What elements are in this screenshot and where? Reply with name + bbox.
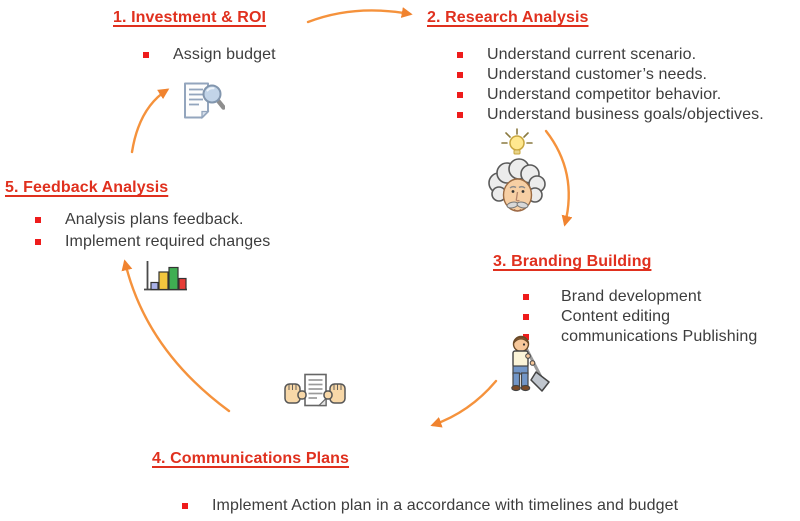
list-item: Assign budget: [113, 45, 276, 65]
step-5-bullet: Implement required changes: [65, 233, 271, 250]
bullet-square-icon: [182, 503, 188, 509]
list-item: Analysis plans feedback.: [5, 209, 270, 231]
bullet-square-icon: [457, 52, 463, 58]
step-research-analysis: 2. Research Analysis Understand current …: [427, 9, 764, 125]
list-item: Content editing: [493, 307, 757, 327]
bullet-square-icon: [523, 314, 529, 320]
bullet-square-icon: [523, 334, 529, 340]
arrow-step5-to-step1: [130, 88, 170, 154]
step-1-title: 1. Investment & ROI: [113, 9, 267, 26]
bullet-square-icon: [523, 294, 529, 300]
bullet-square-icon: [35, 239, 41, 245]
step-4-bullet: Implement Action plan in a accordance wi…: [212, 497, 679, 514]
step-2-bullet: Understand customer’s needs.: [487, 66, 708, 83]
step-communications-plans: 4. Communications Plans Implement Action…: [152, 450, 678, 516]
bullet-square-icon: [457, 112, 463, 118]
bullet-square-icon: [457, 92, 463, 98]
step-3-bullet: Brand development: [561, 288, 702, 305]
list-item: Understand business goals/objectives.: [427, 105, 764, 125]
step-2-bullet: Understand current scenario.: [487, 46, 697, 63]
list-item: Implement Action plan in a accordance wi…: [152, 496, 678, 516]
bullet-square-icon: [457, 72, 463, 78]
bar-chart-icon: [144, 261, 187, 291]
list-item: Understand current scenario.: [427, 45, 764, 65]
step-2-bullet: Understand competitor behavior.: [487, 86, 722, 103]
step-3-bullet: communications Publishing: [561, 328, 758, 345]
step-4-title: 4. Communications Plans: [152, 450, 350, 467]
step-3-bullet: Content editing: [561, 308, 671, 325]
bullet-square-icon: [143, 52, 149, 58]
document-search-icon: [184, 82, 225, 120]
arrow-step3-to-step4: [430, 379, 498, 428]
step-feedback-analysis: 5. Feedback Analysis Analysis plans feed…: [5, 179, 270, 253]
person-sweeping-icon: [511, 335, 550, 392]
list-item: Implement required changes: [5, 231, 270, 253]
idea-einstein-icon: [488, 128, 546, 212]
step-1-bullet: Assign budget: [173, 46, 276, 63]
bullet-square-icon: [35, 217, 41, 223]
step-branding-building: 3. Branding Building Brand development C…: [493, 253, 757, 347]
step-2-bullet: Understand business goals/objectives.: [487, 106, 764, 123]
list-item: Brand development: [493, 287, 757, 307]
hands-document-icon: [284, 373, 346, 407]
step-investment-roi: 1. Investment & ROI Assign budget: [113, 9, 276, 65]
list-item: Understand competitor behavior.: [427, 85, 764, 105]
step-5-title: 5. Feedback Analysis: [5, 179, 169, 196]
step-2-title: 2. Research Analysis: [427, 9, 589, 26]
arrow-step1-to-step2: [306, 7, 413, 24]
list-item: Understand customer’s needs.: [427, 65, 764, 85]
step-5-bullet: Analysis plans feedback.: [65, 211, 244, 228]
step-3-title: 3. Branding Building: [493, 253, 652, 270]
list-item: communications Publishing: [493, 327, 757, 347]
